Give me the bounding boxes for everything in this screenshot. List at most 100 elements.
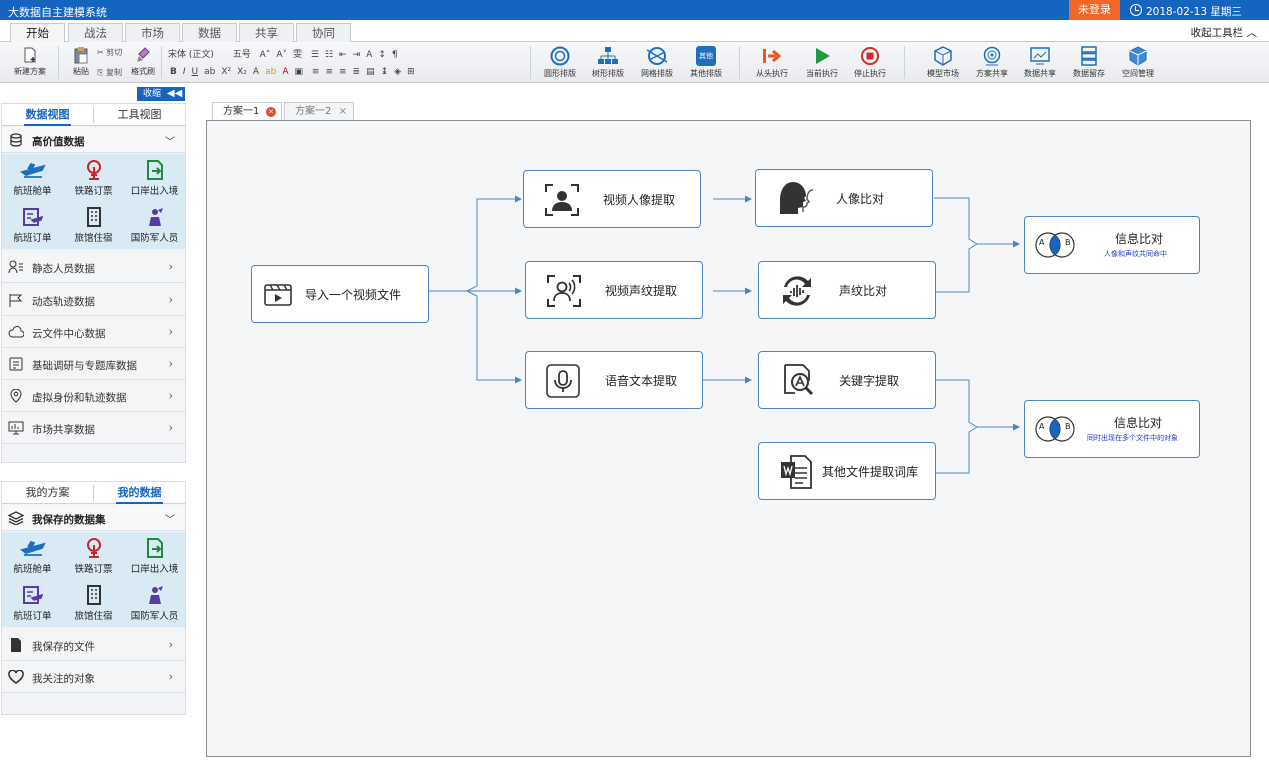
font-size-select[interactable]: 五号	[232, 50, 251, 60]
tab-tactics[interactable]: 战法	[68, 23, 123, 42]
align-right-icon[interactable]: ≡	[338, 67, 347, 77]
node-face-compare[interactable]: 人像比对	[755, 169, 933, 227]
char-case-icon[interactable]: A	[366, 50, 373, 60]
font-color-icon[interactable]: A	[282, 67, 289, 77]
border-icon[interactable]: ⊞	[407, 67, 415, 77]
phonetic-icon[interactable]: 雯	[293, 50, 303, 60]
tab-data-view[interactable]: 数据视图	[2, 104, 93, 126]
my-data-panel: 我的方案 我的数据 我保存的数据集 ﹀ 航班舱单 铁路订票 口岸出入境 航班订单…	[1, 481, 186, 715]
show-marks-icon[interactable]: ¶	[391, 50, 398, 60]
other-layout-button[interactable]: 其他 其他排版	[686, 46, 726, 79]
tab-my-plans[interactable]: 我的方案	[25, 486, 70, 499]
high-value-data-header[interactable]: 高价值数据 ﹀	[2, 127, 185, 153]
node-speech-text[interactable]: 语音文本提取	[525, 351, 703, 409]
grid-item-flight-order[interactable]: 航班订单	[2, 207, 63, 244]
node-voice-extract[interactable]: 视频声纹提取	[525, 261, 703, 319]
data-retention-button[interactable]: 数据留存	[1068, 46, 1110, 79]
row-research-topic[interactable]: 基础调研与专题库数据›	[2, 348, 185, 380]
tab-tool-view[interactable]: 工具视图	[117, 108, 162, 121]
text-effect-icon[interactable]: A	[252, 67, 260, 77]
tab-data[interactable]: 数据	[182, 23, 237, 42]
font-name-select[interactable]: 宋体 (正文)	[168, 50, 214, 60]
row-followed-objects[interactable]: 我关注的对象›	[2, 661, 185, 693]
flow-canvas[interactable]: 导入一个视频文件 视频人像提取 视频声纹提取 语音文本提取 人像比对 声纹比对 …	[206, 120, 1251, 757]
grid-item-hotel[interactable]: 旅馆住宿	[63, 207, 124, 244]
collapse-panel-button[interactable]: 收缩 ◀◀	[137, 87, 185, 101]
align-left-icon[interactable]: ≡	[311, 67, 320, 77]
italic-icon[interactable]: I	[182, 67, 186, 77]
grid-item-military[interactable]: 国防军人员	[124, 585, 185, 622]
grid-item-military[interactable]: 国防军人员	[124, 207, 185, 244]
tab-collab[interactable]: 协同	[296, 23, 351, 42]
grid-item-rail-ticket[interactable]: 铁路订票	[63, 538, 124, 575]
space-manage-button[interactable]: 空间管理	[1117, 46, 1159, 79]
run-current-button[interactable]: 当前执行	[802, 46, 842, 79]
new-plan-button[interactable]: 新建方案	[12, 46, 48, 77]
data-share-button[interactable]: 数据共享	[1019, 46, 1061, 79]
doc-tab-plan-1[interactable]: 方案一1 ✕	[212, 102, 282, 120]
railway-icon	[86, 160, 101, 180]
shading-icon[interactable]: ◈	[394, 67, 402, 77]
shrink-font-icon[interactable]: A˅	[276, 50, 287, 60]
node-keyword-extract[interactable]: 关键字提取	[758, 351, 936, 409]
outdent-icon[interactable]: ⇥	[352, 50, 361, 60]
grow-font-icon[interactable]: A˄	[259, 50, 271, 60]
location-pin-icon	[10, 389, 22, 403]
saved-datasets-header[interactable]: 我保存的数据集 ﹀	[2, 505, 185, 531]
sort-icon[interactable]: ↕	[378, 50, 386, 60]
grid-item-hotel[interactable]: 旅馆住宿	[63, 585, 124, 622]
format-painter-button[interactable]: 格式刷	[130, 46, 156, 77]
grid-item-flight-order[interactable]: 航班订单	[2, 585, 63, 622]
copy-button[interactable]: ⎘ 复制	[97, 68, 122, 77]
node-face-extract[interactable]: 视频人像提取	[523, 170, 701, 228]
circle-layout-button[interactable]: 圆形排版	[540, 46, 580, 79]
plan-share-button[interactable]: 方案共享	[971, 46, 1013, 79]
close-icon[interactable]: ×	[338, 106, 347, 117]
superscript-icon[interactable]: X²	[221, 67, 232, 77]
node-other-files[interactable]: 其他文件提取词库	[758, 442, 936, 500]
tab-my-data[interactable]: 我的数据	[94, 482, 185, 504]
row-cloud-files[interactable]: 云文件中心数据›	[2, 316, 185, 348]
cut-button[interactable]: ✂ 剪切	[97, 48, 123, 57]
char-shading-icon[interactable]: ▣	[294, 67, 304, 77]
login-button[interactable]: 未登录	[1069, 0, 1120, 20]
tab-market[interactable]: 市场	[125, 23, 180, 42]
row-dynamic-track[interactable]: 动态轨迹数据›	[2, 284, 185, 316]
numbering-icon[interactable]: ☷	[324, 50, 334, 60]
indent-icon[interactable]: ⇤	[339, 50, 347, 60]
paste-button[interactable]: 粘贴	[68, 46, 94, 77]
node-voice-compare[interactable]: 声纹比对	[758, 261, 936, 319]
strikethrough-icon[interactable]: ab	[204, 67, 216, 77]
grid-item-port-entry[interactable]: 口岸出入境	[124, 160, 185, 197]
highlight-icon[interactable]: ab	[265, 67, 277, 77]
grid-item-flight-manifest[interactable]: 航班舱单	[2, 160, 63, 197]
grid-item-port-entry[interactable]: 口岸出入境	[124, 538, 185, 575]
tab-share[interactable]: 共享	[239, 23, 294, 42]
tab-start[interactable]: 开始	[10, 23, 65, 43]
justify-icon[interactable]: ≣	[352, 67, 361, 77]
grid-layout-button[interactable]: 网格排版	[637, 46, 677, 79]
underline-icon[interactable]: U	[191, 67, 199, 77]
stop-button[interactable]: 停止执行	[850, 46, 890, 79]
close-icon[interactable]: ✕	[266, 107, 276, 117]
row-virtual-identity[interactable]: 虚拟身份和轨迹数据›	[2, 380, 185, 412]
node-info-compare-2[interactable]: A B 信息比对 同时出现在多个文件中的对象	[1024, 400, 1200, 458]
distribute-icon[interactable]: ▤	[366, 67, 375, 77]
align-center-icon[interactable]: ≡	[325, 67, 333, 77]
row-static-personnel[interactable]: 静态人员数据›	[2, 251, 185, 283]
tree-layout-button[interactable]: 树形排版	[588, 46, 628, 79]
subscript-icon[interactable]: X₂	[237, 67, 247, 77]
row-saved-files[interactable]: 我保存的文件›	[2, 629, 185, 661]
bullets-icon[interactable]: ☰	[310, 50, 319, 60]
collapse-toolbar-button[interactable]: 收起工具栏 ︿	[1190, 27, 1257, 39]
grid-item-flight-manifest[interactable]: 航班舱单	[2, 538, 63, 575]
doc-tab-plan-2[interactable]: 方案一2 ×	[284, 102, 354, 120]
line-spacing-icon[interactable]: ↨	[380, 67, 389, 77]
model-market-button[interactable]: 模型市场	[922, 46, 964, 79]
row-market-share[interactable]: 市场共享数据›	[2, 412, 185, 444]
node-import-video[interactable]: 导入一个视频文件	[251, 265, 429, 323]
run-from-start-button[interactable]: 从头执行	[752, 46, 792, 79]
bold-icon[interactable]: B	[170, 67, 177, 77]
grid-item-rail-ticket[interactable]: 铁路订票	[63, 160, 124, 197]
node-info-compare-1[interactable]: A B 信息比对 人像和声纹共同命中	[1024, 216, 1200, 274]
